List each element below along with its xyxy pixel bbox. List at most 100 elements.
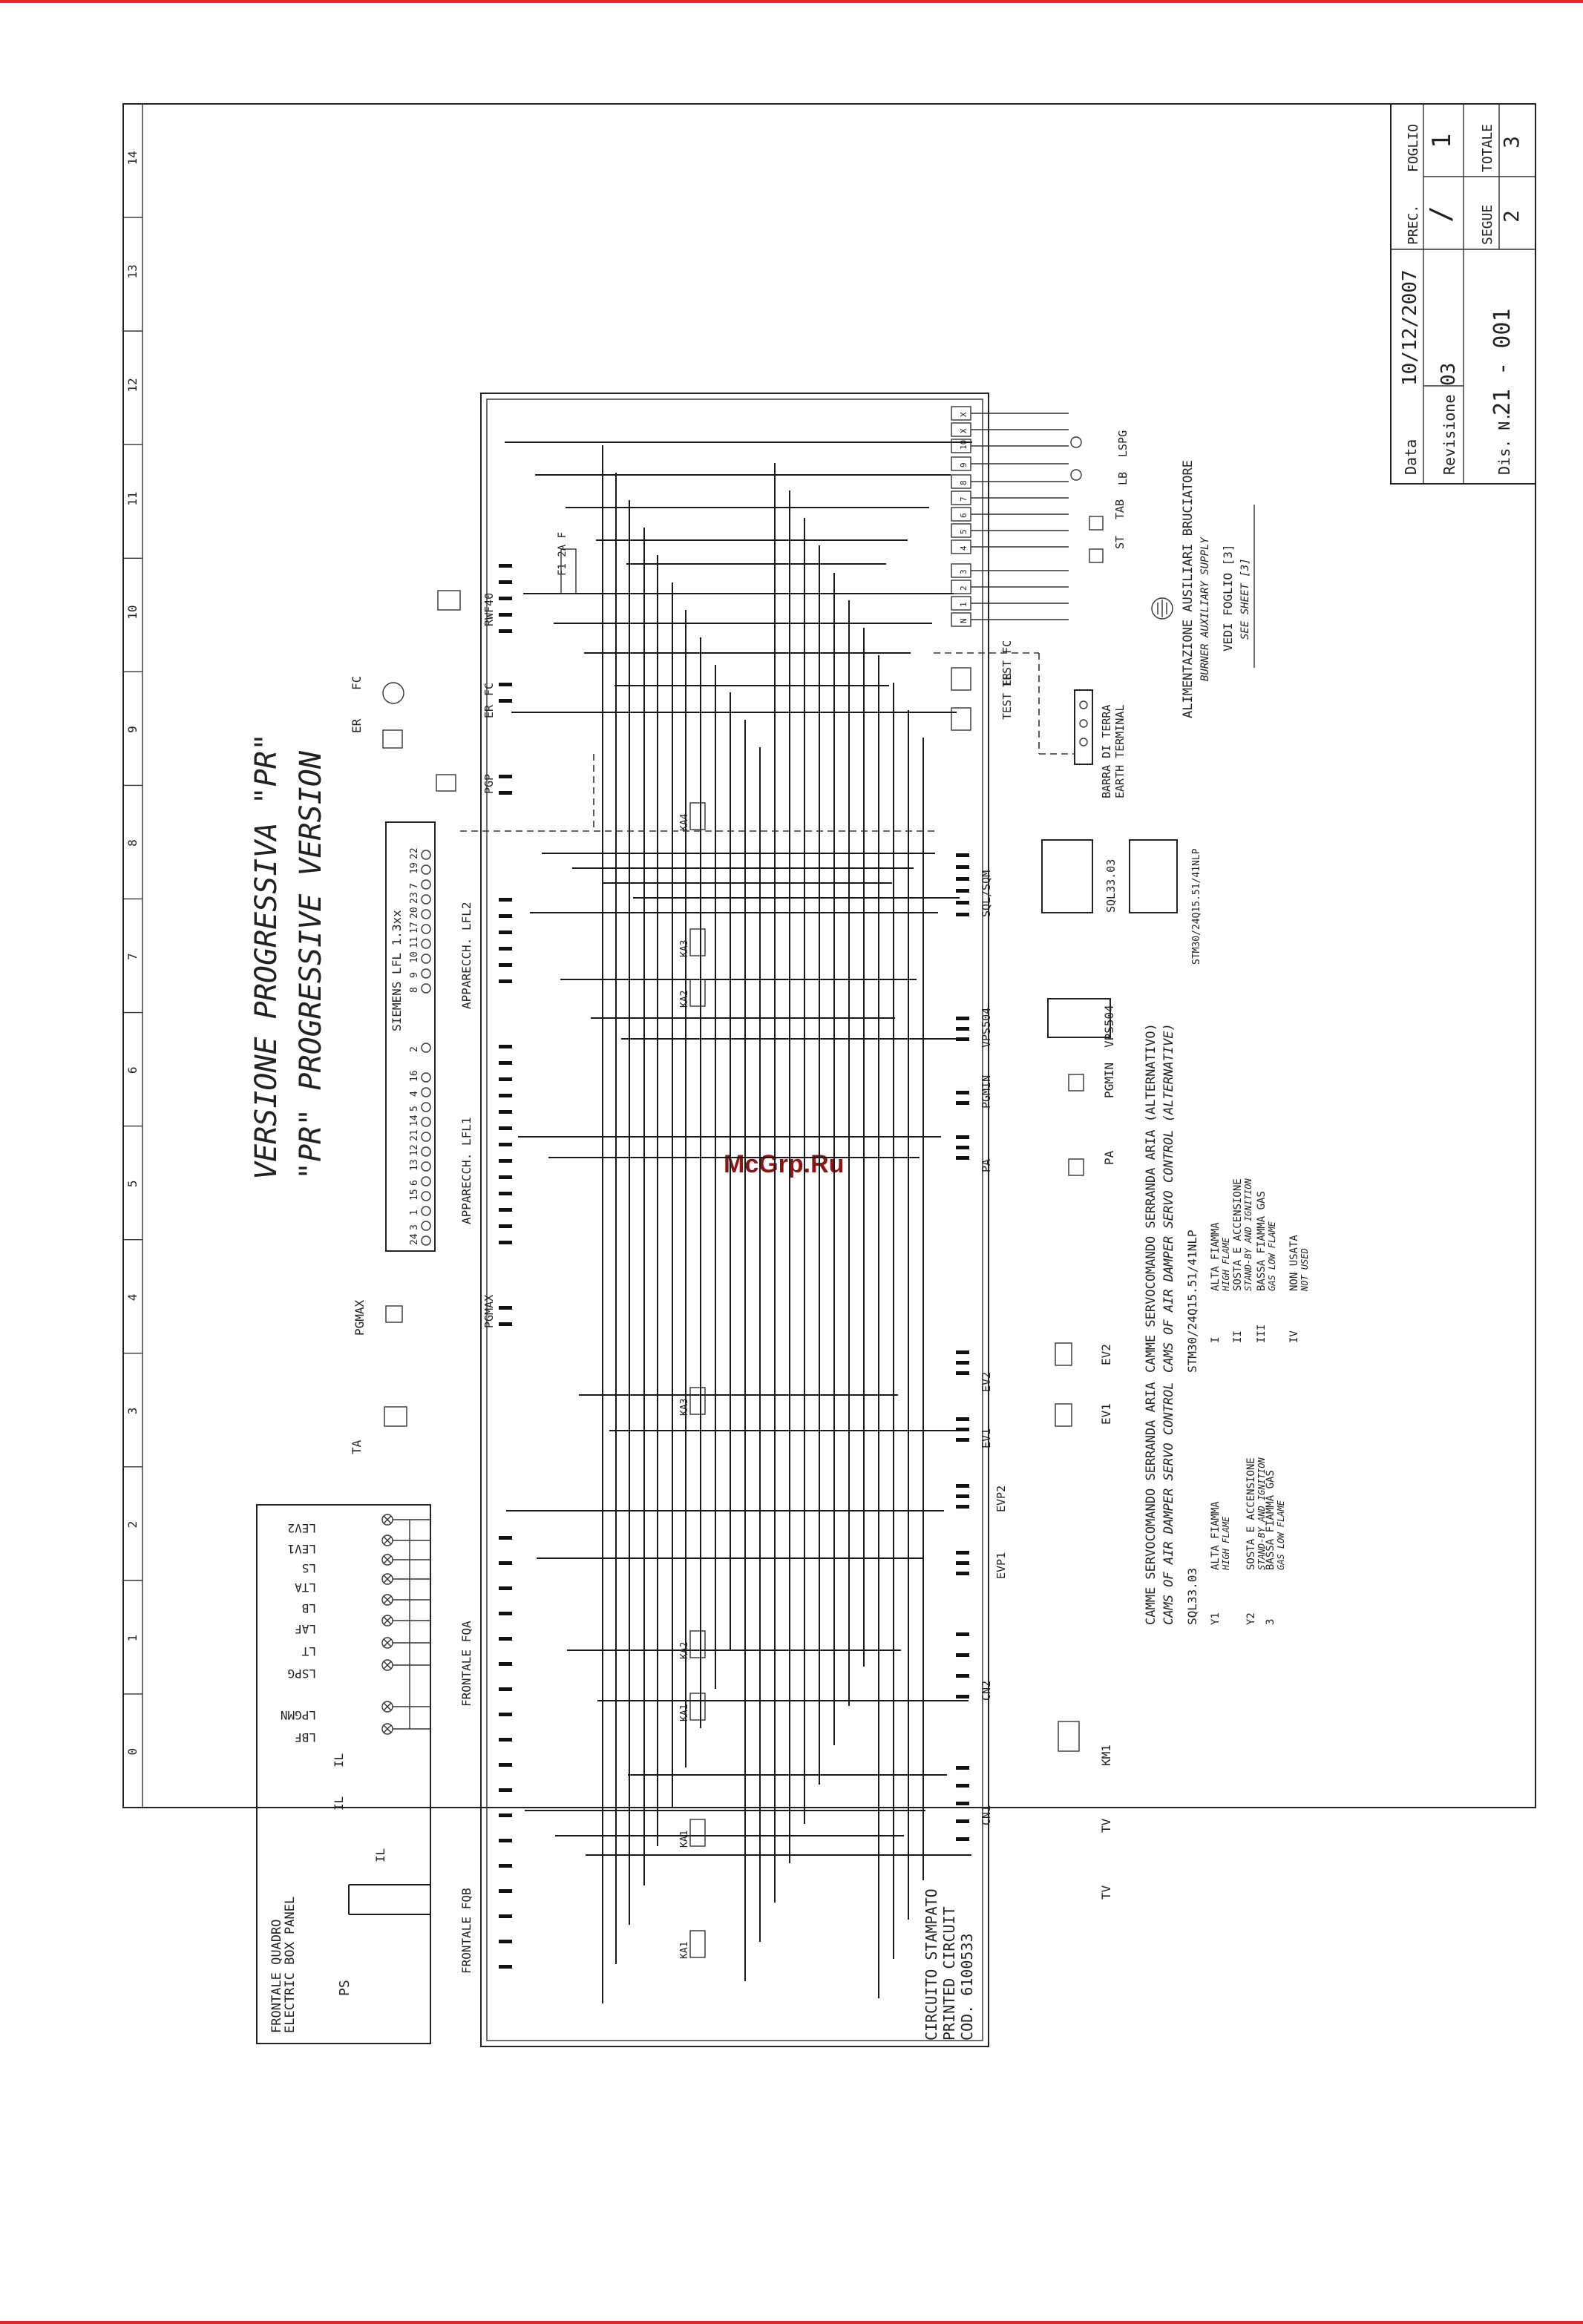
- cams-right-it-4: NON USATA: [1288, 1235, 1300, 1291]
- connector-pin: [499, 629, 512, 633]
- connector-pin: [499, 1687, 512, 1691]
- cams-left-model: SQL33.03: [1185, 1568, 1199, 1625]
- connector-pin: [956, 853, 969, 857]
- terminal-strip-label: 10: [959, 440, 969, 450]
- auxiliary-supply-note: ALIMENTAZIONE AUSILIARI BRUCIATORE BURNE…: [1151, 460, 1255, 718]
- siemens-terminal-number: 16: [409, 1070, 420, 1082]
- connector-pin: [499, 1586, 512, 1590]
- title-italian: VERSIONE PROGRESSIVA "PR": [249, 733, 284, 1180]
- connector-pin: [956, 1350, 969, 1354]
- connector-pin: [956, 1135, 969, 1139]
- ta-label: TA: [350, 1440, 364, 1454]
- pa-device-label: PA: [1102, 1150, 1116, 1165]
- siemens-terminal-number: 24: [409, 1233, 420, 1245]
- pcb-connector-terminals: [499, 564, 969, 1969]
- st-label: ST: [1113, 536, 1127, 549]
- siemens-terminal-number: 14: [409, 1115, 420, 1126]
- lamp-cross: [383, 1515, 392, 1524]
- ev2-label: EV2: [980, 1372, 993, 1392]
- siemens-terminal-screw: [421, 953, 431, 964]
- connector-pin: [956, 1417, 969, 1421]
- siemens-terminal-screw: [421, 939, 431, 949]
- connector-pin: [499, 963, 512, 967]
- cams-left-en-2: STAND-BY AND IGNITION: [1256, 1457, 1267, 1570]
- connector-pin: [499, 1061, 512, 1065]
- terminal-strip-label: 3: [959, 569, 969, 574]
- relay-label: KA2: [679, 1642, 690, 1659]
- siemens-terminal-screw: [421, 1146, 431, 1157]
- relay-symbol: [689, 979, 706, 1007]
- test-er-label: TEST ER: [1000, 672, 1014, 720]
- cams-left-en-3: GAS LOW FLAME: [1276, 1500, 1286, 1570]
- lspg-label: LSPG: [1116, 430, 1130, 457]
- connector-pin: [499, 1159, 512, 1163]
- column-number-10: 10: [125, 605, 140, 620]
- dis-value: 21 - 001: [1489, 309, 1515, 416]
- ionisation-probe-symbol: [382, 729, 403, 749]
- cams-right-code-1: I: [1210, 1337, 1222, 1343]
- column-number-6: 6: [125, 1066, 140, 1074]
- connector-pin: [499, 699, 512, 703]
- siemens-device-label: SIEMENS LFL 1.3xx: [390, 910, 404, 1031]
- foglio-label: FOGLIO: [1406, 124, 1421, 172]
- connector-pin: [956, 1819, 969, 1823]
- siemens-terminal-number: 3: [409, 1224, 420, 1230]
- lamp-label: LSPG: [287, 1667, 316, 1681]
- pgmin-label: PGMIN: [980, 1075, 993, 1109]
- ev1-device-label: EV1: [1099, 1403, 1113, 1425]
- siemens-terminal-number: 6: [409, 1180, 420, 1186]
- cams-left-it-3: BASSA FIAMMA GAS: [1265, 1470, 1276, 1570]
- cams-right-en-4: NOT USED: [1299, 1248, 1310, 1292]
- terminal-strip-label: 9: [959, 462, 969, 467]
- connector-pin: [499, 1224, 512, 1228]
- column-number-8: 8: [125, 839, 140, 847]
- terminal-strip-label: 1: [959, 602, 969, 607]
- connector-pin: [956, 1146, 969, 1149]
- lamp-label: LEV1: [287, 1542, 316, 1556]
- fc-label: FC: [482, 683, 496, 696]
- sqn-label: SQL/SQM: [980, 870, 993, 917]
- cams-right-en-1: HIGH FLAME: [1221, 1237, 1231, 1292]
- pa-label: PA: [980, 1159, 993, 1172]
- test-fc-terminal: [951, 707, 971, 731]
- stm30-label: STM30/24Q15.51/41NLP: [1191, 848, 1202, 965]
- relay-label: KA2: [679, 991, 690, 1008]
- connector-pin: [499, 1208, 512, 1212]
- il-label-2: IL: [332, 1796, 346, 1811]
- frontale-fqb-label: FRONTALE FQB: [459, 1888, 473, 1974]
- relay-symbol: [689, 1387, 706, 1415]
- connector-pin: [956, 1572, 969, 1575]
- terminal-strip-label: N: [959, 618, 969, 623]
- relay-symbol: [689, 1630, 706, 1658]
- title-block: Data 10/12/2007 Revisione 03 Dis. N. 21 …: [1390, 103, 1536, 485]
- cams-right-code-3: III: [1256, 1325, 1268, 1343]
- printed-circuit-board-inner: [486, 398, 983, 2041]
- siemens-terminal-screw: [421, 879, 431, 890]
- connector-pin: [499, 1889, 512, 1893]
- cams-left-code-2: Y2: [1245, 1612, 1257, 1625]
- connector-pin: [956, 1505, 969, 1509]
- drawing-frame: [122, 103, 1536, 1808]
- cams-right-code-4: IV: [1288, 1330, 1300, 1343]
- siemens-terminal-screw: [421, 1117, 431, 1127]
- cams-legend-alternative: CAMME SERVOCOMANDO SERRANDA ARIA (ALTERN…: [1144, 1023, 1310, 1373]
- cams-right-it-1: ALTA FIAMMA: [1210, 1222, 1222, 1291]
- siemens-terminal-number: 5: [409, 1106, 420, 1112]
- siemens-terminal-screw: [421, 1072, 431, 1083]
- connector-pin: [499, 979, 512, 983]
- relay-symbol: [689, 1693, 706, 1721]
- connector-pin: [499, 1914, 512, 1918]
- lamp-label: LTA: [295, 1580, 316, 1595]
- er-label: ER: [482, 704, 496, 718]
- ev1-label: EV1: [980, 1428, 993, 1448]
- connector-pin: [499, 775, 512, 778]
- connector-pin: [499, 947, 512, 951]
- tab-label: TAB: [1113, 499, 1127, 519]
- connector-pin: [499, 613, 512, 617]
- terminal-strip-label: 6: [959, 513, 969, 518]
- siemens-terminal-number: 4: [409, 1091, 420, 1097]
- cams-left-code-3: 3: [1265, 1619, 1276, 1625]
- cams-left-title-it: CAMME SERVOCOMANDO SERRANDA ARIA: [1144, 1382, 1158, 1625]
